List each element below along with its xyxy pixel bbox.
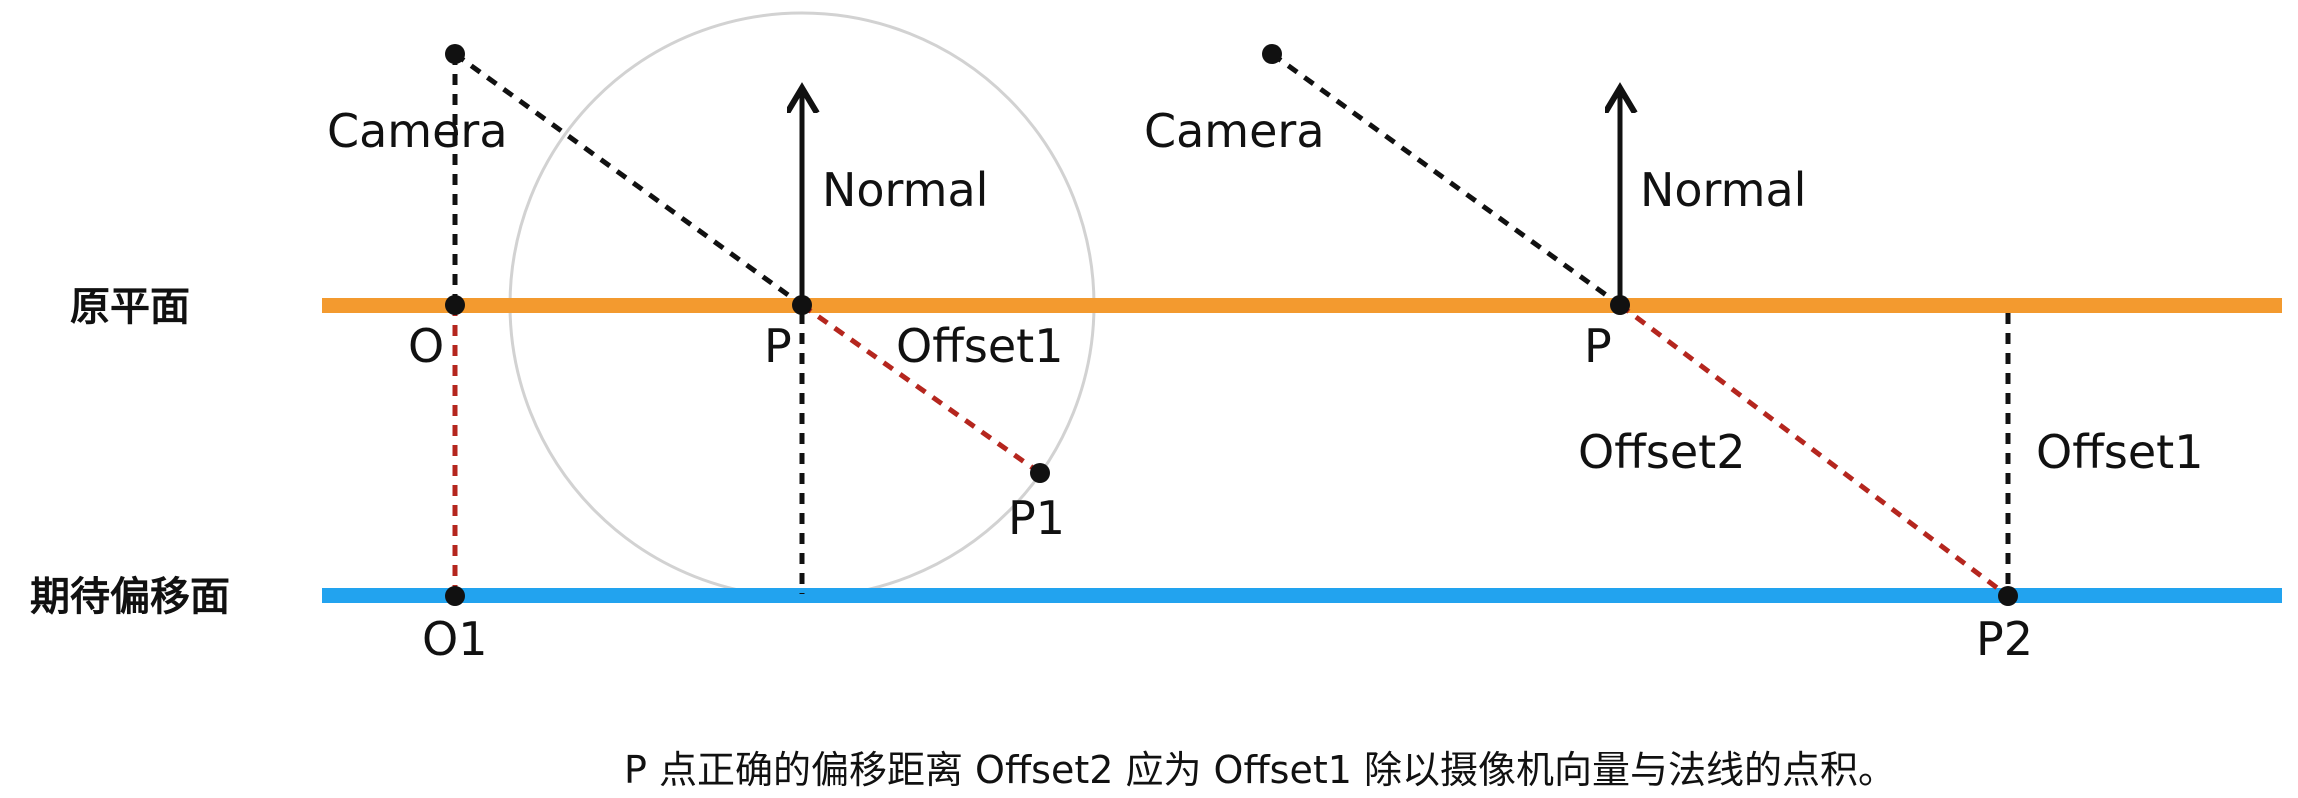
offset2-label: Offset2 xyxy=(1578,425,1745,479)
point-p1 xyxy=(1030,463,1050,483)
point-o xyxy=(445,295,465,315)
offset1-label-left: Offset1 xyxy=(896,319,1063,373)
point-p2-label: P2 xyxy=(1976,612,2033,666)
point-p-label-left: P xyxy=(764,319,792,373)
normal-label-left: Normal xyxy=(822,163,988,217)
point-o1 xyxy=(445,586,465,606)
p-to-p1-offset-line xyxy=(800,302,1042,476)
point-o1-label: O1 xyxy=(422,612,487,666)
point-o-label: O xyxy=(408,319,444,373)
camera-point-right xyxy=(1262,44,1282,64)
point-p1-label: P1 xyxy=(1008,491,1065,545)
original-plane-label: 原平面 xyxy=(70,284,190,330)
camera-label-right: Camera xyxy=(1144,104,1325,158)
camera-to-p-dashed-line-right xyxy=(1270,51,1622,308)
original-plane xyxy=(322,298,2282,313)
point-p-right xyxy=(1610,295,1630,315)
point-p2 xyxy=(1998,586,2018,606)
normal-label-right: Normal xyxy=(1640,163,1806,217)
target-offset-plane xyxy=(322,588,2282,603)
offset1-label-right: Offset1 xyxy=(2036,425,2203,479)
target-plane-label: 期待偏移面 xyxy=(30,574,230,620)
camera-label-left: Camera xyxy=(327,104,508,158)
point-p-left xyxy=(792,295,812,315)
camera-point-left xyxy=(445,44,465,64)
diagram-caption: P 点正确的偏移距离 Offset2 应为 Offset1 除以摄像机向量与法线… xyxy=(624,748,1896,792)
point-p-label-right: P xyxy=(1584,319,1612,373)
camera-to-p-dashed-line xyxy=(453,51,804,308)
p-to-p2-offset-line xyxy=(1618,303,2010,598)
